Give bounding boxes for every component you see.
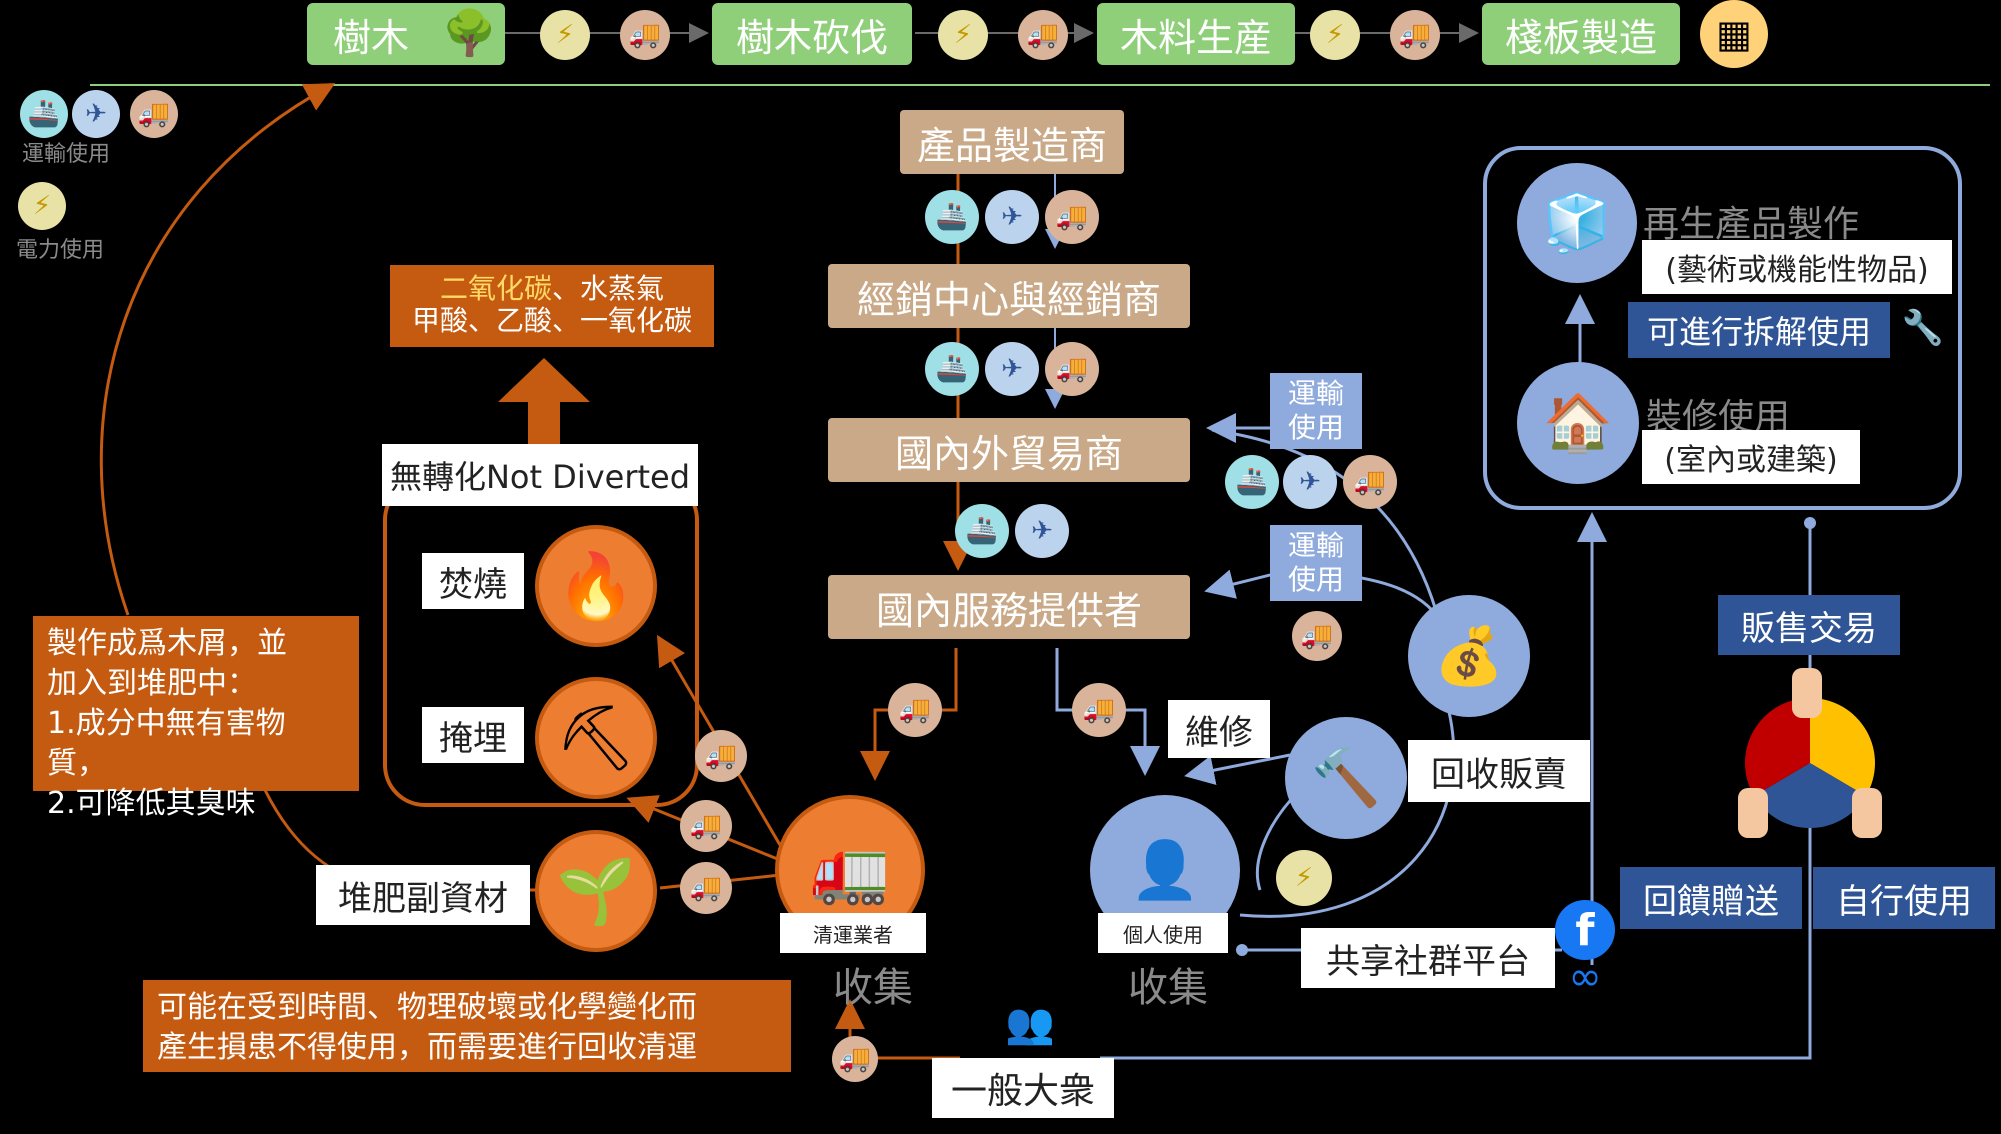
legend-transport-label: 運輸使用: [22, 142, 111, 167]
truck-icon: 🚚: [695, 730, 747, 782]
step-tree-label: 樹木: [332, 15, 409, 60]
distributor-box: 經銷中心與經銷商: [828, 264, 1190, 328]
disassemble-label: 可進行拆解使用: [1628, 302, 1890, 358]
public-label: 一般大衆: [932, 1058, 1114, 1118]
bolt-icon: ⚡: [1276, 850, 1332, 906]
emission-co2: 二氧化碳: [439, 272, 552, 305]
repair-label: 維修: [1168, 700, 1270, 758]
truck-icon: 🚚: [1045, 342, 1099, 396]
compost-material-label: 堆肥副資材: [316, 865, 530, 925]
step-pallet: 棧板製造: [1482, 3, 1680, 65]
ship-icon: 🚢: [925, 190, 979, 244]
service-provider-box: 國內服務提供者: [828, 575, 1190, 639]
recycled-product-sub: (藝術或機能性物品): [1642, 240, 1952, 294]
bolt-icon: ⚡: [18, 182, 66, 230]
meta-icon: ∞: [1568, 954, 1602, 1000]
damage-note-line: 可能在受到時間、物理破壞或化學變化而: [157, 990, 697, 1025]
hammer-hand-icon: 🔨: [1285, 717, 1407, 839]
trader-box: 國內外貿易商: [828, 418, 1190, 482]
truck-icon: 🚚: [1045, 190, 1099, 244]
truck-icon: 🚚: [1390, 10, 1440, 60]
renovation-sub: (室內或建築): [1642, 430, 1860, 484]
emissions-box: 二氧化碳、水蒸氣 甲酸、乙酸、一氧化碳: [390, 265, 714, 347]
incineration-label: 焚燒: [422, 553, 524, 609]
tools-icon: 🔧: [1901, 308, 1945, 348]
step-felling: 樹木砍伐: [712, 3, 912, 65]
step-tree: 樹木 🌳: [307, 3, 505, 65]
step-lumber: 木料生産: [1097, 3, 1295, 65]
donate-label: 回饋贈送: [1620, 867, 1802, 929]
truck-icon: 🚚: [888, 683, 942, 737]
truck-icon: 🚚: [1018, 10, 1068, 60]
emission-vapor: 、水蒸氣: [552, 272, 665, 305]
collector-badge: 清運業者: [780, 913, 926, 953]
compost-note-line: 加入到堆肥中：: [47, 666, 257, 701]
sale-label: 販售交易: [1718, 595, 1900, 655]
plane-icon: ✈: [1283, 455, 1337, 509]
landfill-label: 掩埋: [422, 707, 524, 763]
facebook-icon: f: [1555, 900, 1615, 960]
emission-others: 甲酸、乙酸、一氧化碳: [411, 304, 692, 337]
legend-power-label: 電力使用: [16, 238, 105, 263]
manufacturer-box: 產品製造商: [900, 110, 1124, 174]
compost-note-line: 1.成分中無有害物質，: [47, 706, 286, 781]
compost-note-line: 2.可降低其臭味: [47, 786, 256, 821]
ship-icon: 🚢: [1225, 455, 1279, 509]
damage-note-line: 產生損患不得使用，而需要進行回收清運: [157, 1030, 697, 1065]
tree-icon: 🌳: [442, 8, 497, 59]
recycled-product-title: 再生產品製作: [1643, 204, 1860, 245]
renovation-icon: 🏠: [1517, 362, 1639, 484]
compost-note: 製作成爲木屑，並 加入到堆肥中： 1.成分中無有害物質， 2.可降低其臭味: [33, 616, 359, 821]
truck-icon: 🚚: [130, 90, 178, 138]
bolt-icon: ⚡: [1310, 10, 1360, 60]
truck-icon: 🚚: [832, 1036, 878, 1082]
truck-icon: 🚚: [680, 800, 732, 852]
plane-icon: ✈: [72, 90, 120, 138]
bolt-icon: ⚡: [938, 10, 988, 60]
hands-pie-graphic: [1738, 668, 1882, 838]
hands-pie-icon: [1728, 668, 1892, 848]
truck-icon: 🚚: [1072, 683, 1126, 737]
ship-icon: 🚢: [925, 342, 979, 396]
individual-badge: 個人使用: [1098, 913, 1228, 953]
money-bag-icon: 💰: [1408, 595, 1530, 717]
ship-icon: 🚢: [20, 90, 68, 138]
transport-use-label: 運輸 使用: [1270, 373, 1362, 449]
ship-icon: 🚢: [955, 504, 1009, 558]
shovel-icon: ⛏: [535, 677, 657, 799]
truck-icon: 🚚: [1343, 455, 1397, 509]
resale-label: 回收販賣: [1408, 740, 1590, 802]
bolt-icon: ⚡: [540, 10, 590, 60]
pallet-icon: ▦: [1700, 0, 1768, 68]
individual-label: 收集: [1128, 965, 1208, 1011]
truck-icon: 🚚: [620, 10, 670, 60]
not-diverted-title: 無轉化Not Diverted: [382, 444, 698, 506]
self-use-label: 自行使用: [1813, 867, 1995, 929]
plane-icon: ✈: [1015, 504, 1069, 558]
recycled-product-icon: 🧊: [1517, 163, 1637, 283]
damage-note: 可能在受到時間、物理破壞或化學變化而 產生損患不得使用，而需要進行回收清運: [143, 980, 791, 1072]
collector-label: 收集: [833, 965, 913, 1011]
compost-bag-icon: 🌱: [535, 830, 657, 952]
crowd-icon: 👥: [1005, 1000, 1055, 1047]
compost-note-line: 製作成爲木屑，並: [47, 626, 287, 661]
truck-icon: 🚚: [680, 862, 732, 914]
truck-icon: 🚚: [1292, 611, 1342, 661]
transport-use-label: 運輸 使用: [1270, 525, 1362, 601]
social-platform-label: 共享社群平台: [1301, 928, 1555, 988]
plane-icon: ✈: [985, 342, 1039, 396]
plane-icon: ✈: [985, 190, 1039, 244]
fire-icon: 🔥: [535, 525, 657, 647]
